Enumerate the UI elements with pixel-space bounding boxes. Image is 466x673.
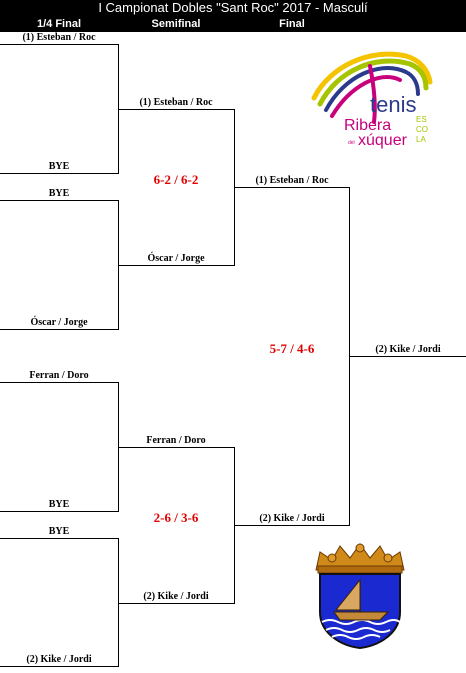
- header-bar: [0, 0, 466, 32]
- bracket-line: [0, 200, 118, 201]
- column-quarterfinal: 1/4 Final: [36, 18, 82, 30]
- quarterfinal-player: (2) Kike / Jordi: [26, 654, 92, 665]
- quarterfinal-player: Ferran / Doro: [29, 370, 89, 381]
- semifinal-player: Ferran / Doro: [146, 435, 206, 446]
- champion-name: (2) Kike / Jordi: [375, 344, 441, 355]
- bracket-line: [0, 382, 118, 383]
- bracket-line: [0, 511, 118, 512]
- bracket-line: [0, 44, 118, 45]
- semifinal-score: 2-6 / 3-6: [153, 510, 199, 525]
- bracket-line: [234, 187, 350, 188]
- logo-word-tenis: tenis: [370, 92, 416, 117]
- tenis-ribera-xuquer-logo: tenis Ribera xúquer del ES CO LA: [311, 51, 433, 149]
- bracket-line: [0, 329, 118, 330]
- bracket-line: [234, 525, 350, 526]
- quarterfinal-player: Óscar / Jorge: [30, 317, 88, 328]
- semifinal-score: 6-2 / 6-2: [153, 172, 199, 187]
- bracket-line: [0, 666, 118, 667]
- logo-school-1: ES: [416, 115, 427, 124]
- bracket-line: [349, 356, 466, 357]
- final-score: 5-7 / 4-6: [269, 341, 315, 356]
- quarterfinal-player: BYE: [48, 161, 70, 172]
- logo-word-del: del: [348, 140, 355, 146]
- column-final: Final: [279, 18, 305, 30]
- semifinal-player: (2) Kike / Jordi: [143, 591, 209, 602]
- coat-of-arms-icon: [315, 543, 405, 650]
- logo-school-3: LA: [416, 135, 426, 144]
- final-player: (2) Kike / Jordi: [259, 513, 325, 524]
- bracket-line: [0, 538, 118, 539]
- bracket-line: [118, 109, 234, 110]
- quarterfinal-player: BYE: [48, 526, 70, 537]
- quarterfinal-player: BYE: [48, 188, 70, 199]
- bracket-line: [118, 603, 234, 604]
- quarterfinal-player: BYE: [48, 499, 70, 510]
- bracket-line: [0, 173, 118, 174]
- quarterfinal-player: (1) Esteban / Roc: [22, 32, 96, 43]
- bracket-line: [118, 538, 119, 667]
- bracket-line: [118, 265, 234, 266]
- semifinal-player: (1) Esteban / Roc: [139, 97, 213, 108]
- bracket-line: [118, 447, 234, 448]
- column-semifinal: Semifinal: [151, 18, 201, 30]
- semifinal-player: Óscar / Jorge: [147, 253, 205, 264]
- logo-school-2: CO: [416, 125, 428, 134]
- page-title: I Campionat Dobles "Sant Roc" 2017 - Mas…: [98, 0, 368, 15]
- logo-word-xuquer: xúquer: [358, 132, 408, 149]
- logo-word-ribera: Ribera: [344, 117, 391, 134]
- final-player: (1) Esteban / Roc: [255, 175, 329, 186]
